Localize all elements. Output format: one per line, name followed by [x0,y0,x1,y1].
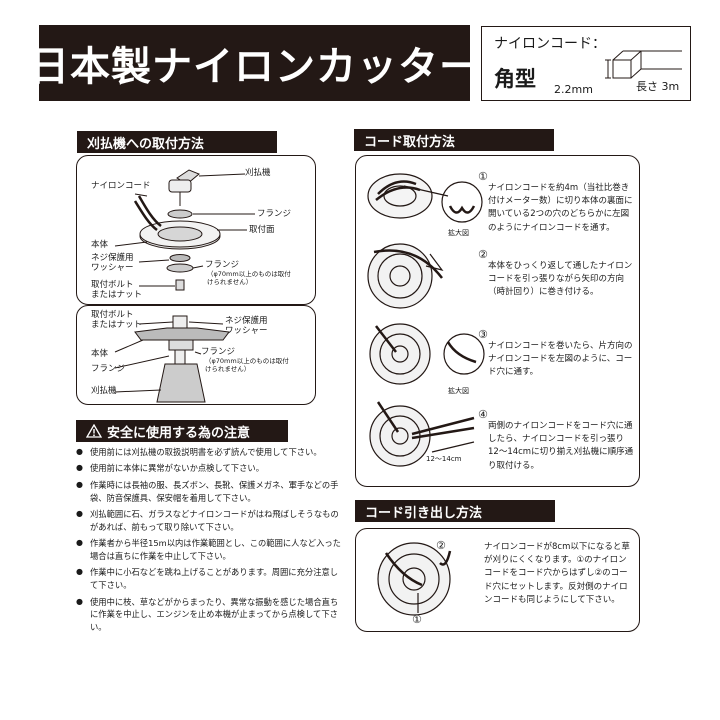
cord-pull-label-1: ① [412,613,422,626]
page-title: 日本製ナイロンカッター [29,44,480,90]
caution-item: 使用中に枝、草などがからまったり、異常な振動を感じた場合直ちに作業を中止し、エン… [76,596,346,635]
step-3-text: ナイロンコードを巻いたら、片方向のナイロンコードを左図のように、コード穴に通す。 [488,341,633,378]
label-trimmer-lower: 刈払機 [91,386,117,396]
label-flange-left-lower: フランジ [91,364,126,374]
caution-heading: 安全に使用する為の注意 [76,420,288,442]
caution-item: 作業時には長袖の服、長ズボン、長靴、保護メガネ、軍手などの手袋、防音保護具、保安… [76,479,346,505]
caution-item: 使用前には刈払機の取扱説明書を必ず読んで使用して下さい。 [76,446,346,459]
label-bolt: 取付ボルト またはナット [91,280,143,301]
step-1-zoom-label: 拡大図 [448,229,469,237]
label-flange-note: （φ70mm以上のものは取付 けられません） [207,270,291,286]
mount-heading: 刈払機への取付方法 [77,131,277,153]
cord-install-diagram: ① ナイロンコードを約4m（当社比巻き付けメーター数）に切り本体の裏面に開いてい… [355,155,640,487]
mount-upper-diagram: 刈払機 ナイロンコード フランジ 取付面 本体 ネジ保護用 ワッシャー フランジ… [76,155,316,305]
label-body: 本体 [91,240,109,250]
spec-box: ナイロンコード： 角型 2.2mm 長さ 3m [481,26,691,101]
label-washer: ネジ保護用 ワッシャー [91,253,134,274]
warning-triangle-icon [86,424,102,438]
mount-lower-diagram: 取付ボルト またはナット ネジ保護用 ワッシャー 本体 フランジ （φ70mm以… [76,305,316,405]
cord-pull-label-2: ② [436,539,446,552]
step-2-number: ② [478,248,488,261]
caution-item: 作業者から半径15m以内は作業範囲とし、この範囲に人など入った場合は直ちに作業を… [76,537,346,563]
square-cord-icon [605,50,682,79]
label-washer-lower: ネジ保護用 ワッシャー [225,316,268,337]
cord-pull-diagram: ② ① ナイロンコードが8cm以下になると草が刈りにくくなります。①のナイロンコ… [355,528,640,632]
title-banner: 日本製ナイロンカッター [29,25,479,101]
spec-type: 角型 [494,67,536,91]
step-1-text: ナイロンコードを約4m（当社比巻き付けメーター数）に切り本体の裏面に開いている2… [488,183,633,233]
step-3-number: ③ [478,328,488,341]
caution-item: 刈払範囲に石、ガラスなどナイロンコードがはね飛ばしそうなものがあれば、前もって取… [76,508,346,534]
mount-cross-section-illustration [114,315,230,403]
label-body-lower: 本体 [91,349,109,359]
mount-exploded-illustration [114,169,255,291]
cord-pull-illustration [377,542,452,616]
cord-pull-heading: コード引き出し方法 [355,500,555,522]
cord-pull-text: ナイロンコードが8cm以下になると草が刈りにくくなります。①のナイロンコードをコ… [484,542,630,605]
spec-thickness: 2.2mm [554,83,593,96]
spec-label: ナイロンコード： [494,36,606,52]
step-3-zoom-label: 拡大図 [448,387,469,395]
label-flange-top: フランジ [257,209,292,219]
step-4-number: ④ [478,408,488,421]
label-mount-face: 取付面 [249,225,275,235]
cord-install-illustration [367,173,485,467]
cord-install-heading: コード取付方法 [354,129,554,151]
label-trimmer: 刈払機 [245,168,271,178]
caution-item: 使用前に本体に異常がないか点検して下さい。 [76,462,346,475]
caution-item: 作業中に小石などを跳ね上げることがあります。周囲に充分注意して下さい。 [76,566,346,592]
step-2-text: 本体をひっくり返して通したナイロンコードを引っ張りながら矢印の方向（時計回り）に… [488,261,633,298]
label-flange-bottom: フランジ [205,260,240,270]
label-flange-note-lower: （φ70mm以上のものは取付 けられません） [205,357,289,373]
label-flange-right-lower: フランジ [201,347,236,357]
label-bolt-lower: 取付ボルト またはナット [91,310,143,331]
step-4-text: 両側のナイロンコードをコード穴に通したら、ナイロンコードを引っ張り12～14cm… [488,421,634,471]
step-1-number: ① [478,170,488,183]
caution-list: 使用前には刈払機の取扱説明書を必ず読んで使用して下さい。 使用前に本体に異常がな… [76,446,346,638]
label-nylon-cord: ナイロンコード [91,181,151,191]
step-4-measure-label: 12～14cm [426,455,462,463]
spec-length: 長さ 3m [636,80,680,93]
